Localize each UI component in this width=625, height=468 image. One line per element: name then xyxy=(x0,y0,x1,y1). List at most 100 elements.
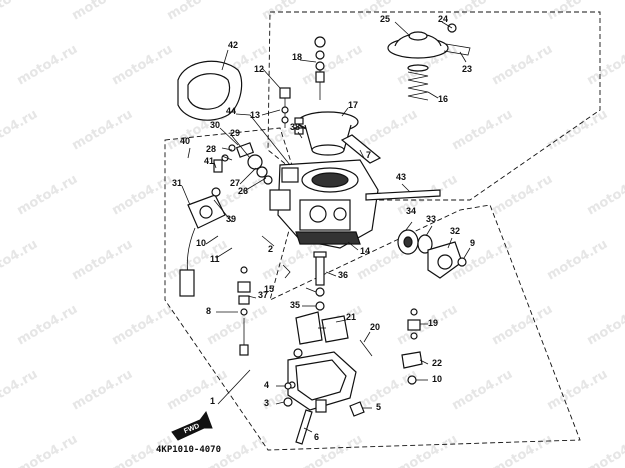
watermark-text: moto4.ru xyxy=(585,172,625,219)
callout-18: 18 xyxy=(292,52,302,62)
diaphragm-piston-part xyxy=(297,111,359,156)
watermark-text: moto4.ru xyxy=(545,237,611,284)
watermark-text: moto4.ru xyxy=(300,432,366,468)
callout-40: 40 xyxy=(180,136,190,146)
throttle-linkage-parts xyxy=(213,114,291,185)
watermark-text: moto4.ru xyxy=(15,302,81,349)
callout-14: 14 xyxy=(360,246,370,256)
callout-37: 37 xyxy=(258,290,268,300)
screw-parts xyxy=(283,382,365,445)
callout-3: 3 xyxy=(264,398,269,408)
diaphragm-cap-part xyxy=(387,23,471,59)
enricher-parts xyxy=(397,229,467,279)
callout-33: 33 xyxy=(426,214,436,224)
callout-15: 15 xyxy=(264,284,274,294)
callout-16: 16 xyxy=(438,94,448,104)
callout-22: 22 xyxy=(432,358,442,368)
watermark-text: moto4.ru xyxy=(395,432,461,468)
carburetor-body-part xyxy=(269,159,379,249)
fwd-arrow-icon: FWD xyxy=(171,410,213,441)
pilot-screw-part xyxy=(279,87,304,135)
watermark-text: moto4.ru xyxy=(165,367,231,414)
callout-5: 5 xyxy=(376,402,381,412)
needle-part xyxy=(314,36,326,100)
watermark-text: moto4.ru xyxy=(260,0,326,23)
callout-27: 27 xyxy=(230,178,240,188)
diagram-code: 4KP1010-4070 xyxy=(156,445,221,455)
watermark-text: moto4.ru xyxy=(110,302,176,349)
watermark-text: moto4.ru xyxy=(300,42,366,89)
callout-13: 13 xyxy=(250,110,260,120)
watermark-text: moto4.ru xyxy=(205,302,271,349)
watermark-text: moto4.ru xyxy=(15,172,81,219)
watermark-text: moto4.ru xyxy=(585,432,625,468)
callout-44: 44 xyxy=(226,106,236,116)
spring-part xyxy=(407,64,429,101)
callout-39: 39 xyxy=(226,214,236,224)
watermark-text: moto4.ru xyxy=(70,107,136,154)
watermark-text: moto4.ru xyxy=(585,42,625,89)
callout-6: 6 xyxy=(314,432,319,442)
callout-25: 25 xyxy=(380,14,390,24)
callout-2: 2 xyxy=(268,244,273,254)
callout-20: 20 xyxy=(370,322,380,332)
callout-35: 35 xyxy=(290,300,300,310)
callout-9: 9 xyxy=(470,238,475,248)
watermark-text: moto4.ru xyxy=(355,367,421,414)
callout-26: 26 xyxy=(238,186,248,196)
rod-parts xyxy=(340,134,441,201)
watermark-text: moto4.ru xyxy=(0,107,40,154)
callout-41: 41 xyxy=(204,156,214,166)
callout-8: 8 xyxy=(206,306,211,316)
callout-43: 43 xyxy=(396,172,406,182)
watermark-text: moto4.ru xyxy=(585,302,625,349)
callout-29: 29 xyxy=(230,128,240,138)
watermark-text: moto4.ru xyxy=(545,107,611,154)
watermark-text: moto4.ru xyxy=(450,107,516,154)
callout-21: 21 xyxy=(346,312,356,322)
watermark-text: moto4.ru xyxy=(490,172,556,219)
watermark-text: moto4.ru xyxy=(490,432,556,468)
callout-34: 34 xyxy=(406,206,416,216)
watermark-text: moto4.ru xyxy=(70,0,136,23)
watermark-text: moto4.ru xyxy=(70,237,136,284)
watermark-text: moto4.ru xyxy=(450,367,516,414)
callout-17: 17 xyxy=(348,100,358,110)
callout-12: 12 xyxy=(254,64,264,74)
callout-23: 23 xyxy=(462,64,472,74)
callout-24: 24 xyxy=(438,14,448,24)
callout-10: 10 xyxy=(432,374,442,384)
callout-42: 42 xyxy=(228,40,238,50)
callout-10: 10 xyxy=(196,238,206,248)
callout-19: 19 xyxy=(428,318,438,328)
watermark-text: moto4.ru xyxy=(165,0,231,23)
callout-28: 28 xyxy=(206,144,216,154)
pilot-kit-parts xyxy=(237,266,251,356)
watermark-text: moto4.ru xyxy=(0,367,40,414)
watermark-text: moto4.ru xyxy=(0,237,40,284)
leader-lines xyxy=(181,21,471,433)
watermark-text: moto4.ru xyxy=(490,42,556,89)
watermark-text: moto4.ru xyxy=(0,0,40,23)
float-pin-part xyxy=(359,339,373,357)
callout-30: 30 xyxy=(210,120,220,130)
assembly-boundaries xyxy=(164,11,601,451)
callout-4: 4 xyxy=(264,380,269,390)
watermark-text: moto4.ru xyxy=(110,42,176,89)
starter-plunger-part xyxy=(179,187,226,297)
callout-labels: 1234567891010111213141516171819202122232… xyxy=(172,14,475,442)
watermark-text: moto4.ru xyxy=(70,367,136,414)
float-bowl-part xyxy=(287,348,357,413)
air-duct-part xyxy=(177,49,243,121)
watermark-text: moto4.ru xyxy=(490,302,556,349)
float-part xyxy=(295,311,349,345)
callout-38: 38 xyxy=(290,122,300,132)
watermark-text: moto4.ru xyxy=(15,432,81,468)
callout-32: 32 xyxy=(450,226,460,236)
callout-31: 31 xyxy=(172,178,182,188)
callout-11: 11 xyxy=(210,254,220,264)
callout-7: 7 xyxy=(366,150,371,160)
callout-36: 36 xyxy=(338,270,348,280)
watermark-text: moto4.ru xyxy=(15,42,81,89)
